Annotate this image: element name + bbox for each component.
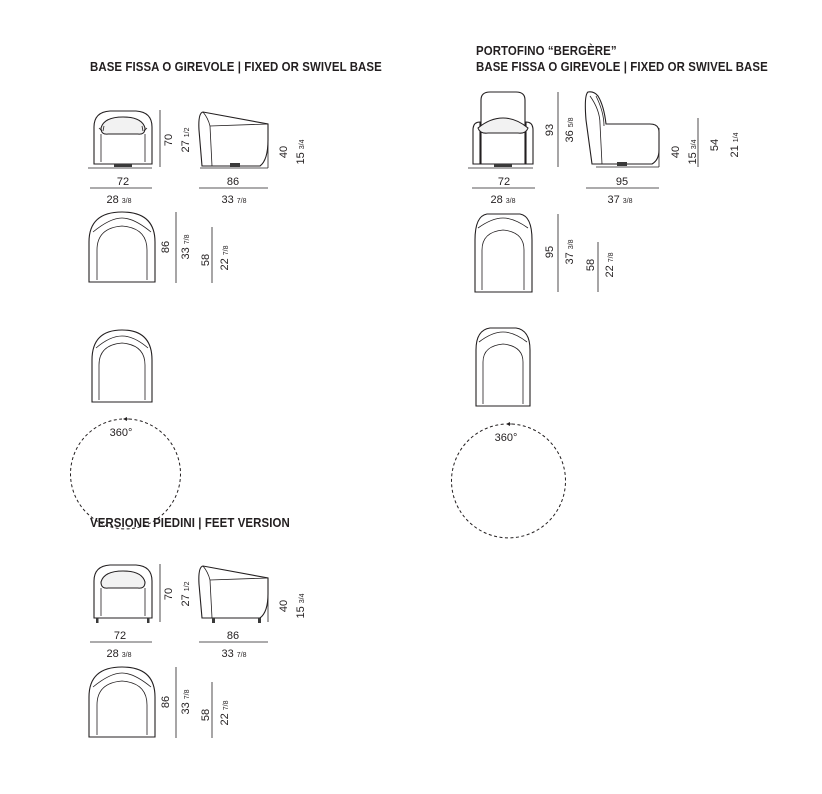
s2-front-height-in: 36 5/8 <box>564 117 576 142</box>
s1-top-depth-in: 33 7/8 <box>180 234 192 259</box>
s1-side-width-cm: 86 <box>227 176 239 188</box>
s2-rotation-label: 360° <box>495 432 518 444</box>
section1-rotation-view <box>70 329 181 530</box>
s1-side-width-in: 33 7/8 <box>221 194 246 206</box>
s1-seat-height-in: 15 3/4 <box>295 139 307 164</box>
s3-front-width-cm: 72 <box>114 630 126 642</box>
s3-top-depth-cm: 86 <box>160 696 172 708</box>
section1-front-view <box>88 110 161 189</box>
s2-side-width-in: 37 3/8 <box>607 194 632 206</box>
s2-seat-height-in: 15 3/4 <box>687 139 699 164</box>
s1-seat-height-cm: 40 <box>278 146 290 158</box>
s2-seat-depth-cm: 58 <box>585 259 597 271</box>
s2-side-width-cm: 95 <box>616 176 628 188</box>
s2-arm-height-in: 21 1/4 <box>729 132 741 157</box>
s1-seat-depth-cm: 58 <box>200 254 212 266</box>
s2-top-depth-in: 37 3/8 <box>564 239 576 264</box>
s1-front-height-cm: 70 <box>163 134 175 146</box>
s1-front-width-cm: 72 <box>117 176 129 188</box>
s3-seat-depth-in: 22 7/8 <box>219 700 231 725</box>
s2-seat-height-cm: 40 <box>670 146 682 158</box>
s3-front-width-in: 28 3/8 <box>106 648 131 660</box>
s2-top-depth-cm: 95 <box>544 246 556 258</box>
section2-top-view <box>474 213 599 293</box>
section3-front-view <box>90 564 161 643</box>
s1-top-depth-cm: 86 <box>160 241 172 253</box>
section2-side-view <box>584 91 699 189</box>
section1-top-view <box>88 211 213 283</box>
s3-seat-height-in: 15 3/4 <box>295 593 307 618</box>
section3-top-view <box>88 666 213 738</box>
s3-top-depth-in: 33 7/8 <box>180 689 192 714</box>
s2-front-width-cm: 72 <box>498 176 510 188</box>
s3-front-height-cm: 70 <box>163 588 175 600</box>
s3-seat-height-cm: 40 <box>278 600 290 612</box>
section2-front-view <box>468 91 559 189</box>
s2-arm-height-cm: 54 <box>709 139 721 151</box>
s2-front-height-cm: 93 <box>544 124 556 136</box>
section2-rotation-view <box>451 327 566 539</box>
section-subtitle-fixed-swivel-base: BASE FISSA O GIREVOLE | FIXED OR SWIVEL … <box>476 59 768 74</box>
section3-side-view <box>198 565 269 643</box>
section-title-fixed-swivel-base: BASE FISSA O GIREVOLE | FIXED OR SWIVEL … <box>90 59 382 74</box>
s1-front-width-in: 28 3/8 <box>106 194 131 206</box>
s2-seat-depth-in: 22 7/8 <box>604 252 616 277</box>
s3-front-height-in: 27 1/2 <box>180 581 192 606</box>
s3-side-width-cm: 86 <box>227 630 239 642</box>
s3-side-width-in: 33 7/8 <box>221 648 246 660</box>
s3-seat-depth-cm: 58 <box>200 709 212 721</box>
section1-side-view <box>198 111 269 189</box>
section-title-feet-version: VERSIONE PIEDINI | FEET VERSION <box>90 515 290 530</box>
section-title-portofino-bergere: PORTOFINO “BERGÈRE” <box>476 43 617 58</box>
s1-seat-depth-in: 22 7/8 <box>219 245 231 270</box>
s1-rotation-label: 360° <box>110 427 133 439</box>
s1-front-height-in: 27 1/2 <box>180 127 192 152</box>
s2-front-width-in: 28 3/8 <box>490 194 515 206</box>
